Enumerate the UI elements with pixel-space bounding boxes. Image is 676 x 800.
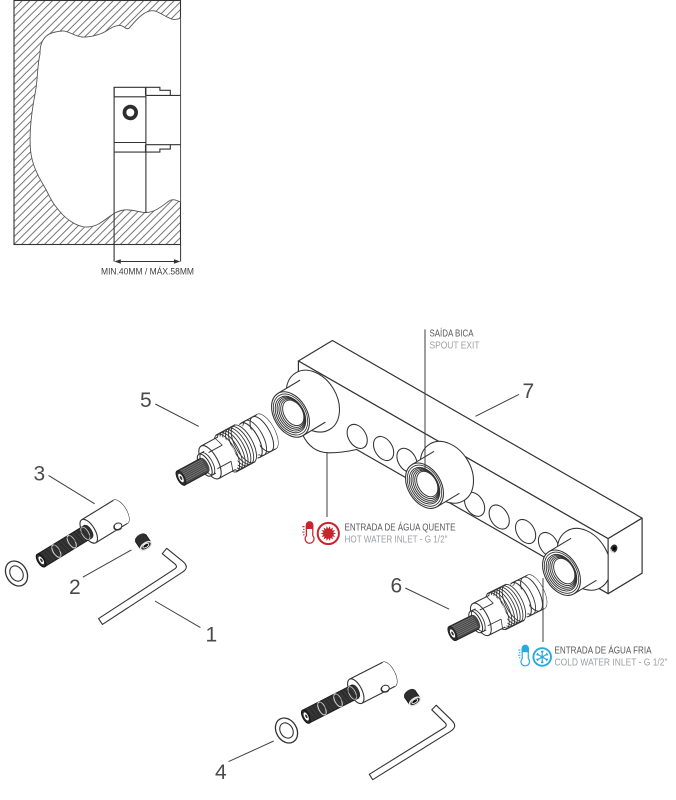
svg-text:SPOUT EXIT: SPOUT EXIT bbox=[430, 340, 480, 352]
svg-text:MIN.40MM / MÁX.58MM: MIN.40MM / MÁX.58MM bbox=[101, 267, 194, 278]
svg-text:4: 4 bbox=[215, 761, 227, 784]
svg-text:6: 6 bbox=[391, 575, 403, 598]
svg-text:COLD WATER INLET - G 1/2": COLD WATER INLET - G 1/2" bbox=[555, 657, 668, 669]
svg-text:5: 5 bbox=[140, 389, 152, 412]
svg-text:1: 1 bbox=[206, 624, 218, 647]
svg-text:2: 2 bbox=[69, 576, 81, 599]
svg-text:SAÍDA BICA: SAÍDA BICA bbox=[430, 327, 474, 340]
svg-text:3: 3 bbox=[34, 463, 46, 486]
svg-text:HOT WATER INLET - G 1/2": HOT WATER INLET - G 1/2" bbox=[345, 534, 448, 546]
svg-text:ENTRADA DE ÁGUA FRIA: ENTRADA DE ÁGUA FRIA bbox=[555, 644, 652, 657]
svg-text:7: 7 bbox=[523, 380, 535, 403]
svg-text:ENTRADA DE ÁGUA QUENTE: ENTRADA DE ÁGUA QUENTE bbox=[345, 521, 456, 534]
